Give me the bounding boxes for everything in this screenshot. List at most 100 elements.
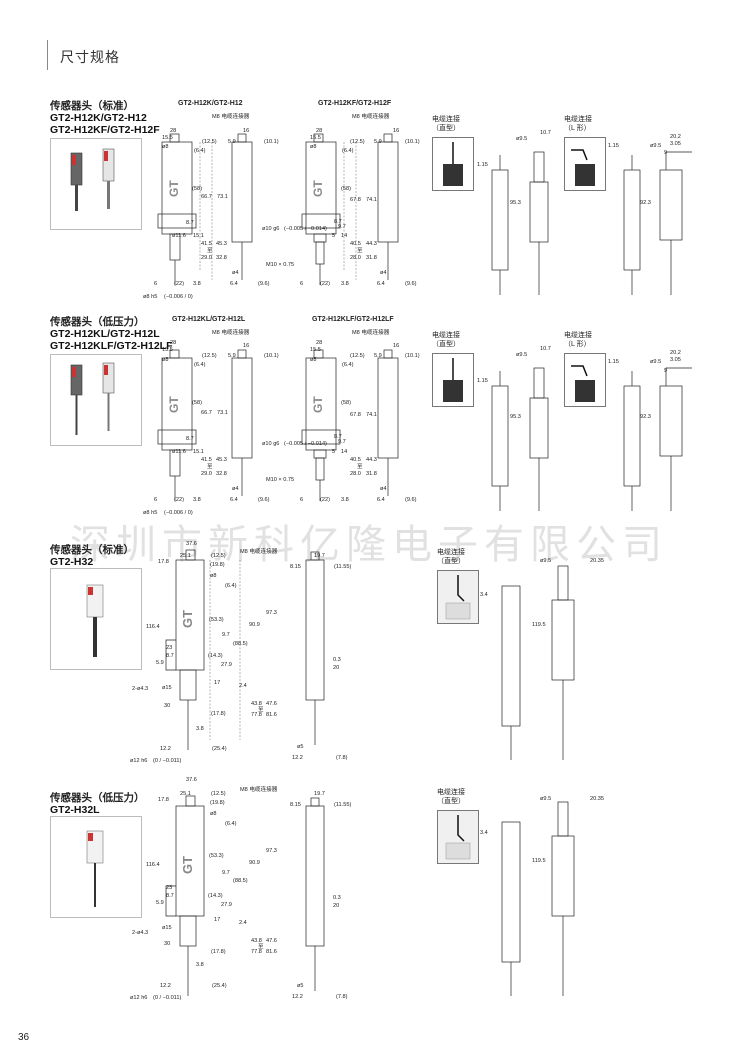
dim-d9-5: ø9.5 [516, 136, 528, 142]
dim-d9-5-h32l: ø9.5 [540, 796, 552, 802]
drawing-title-1a: GT2-H12K/GT2-H12 [178, 100, 243, 107]
dim-37-6-h32l: 37.6 [186, 777, 197, 783]
dim-53-3: (53.3) [209, 617, 224, 623]
dim-15-1-2a: 15.1 [193, 449, 204, 455]
drawing-3-outline: GT [165, 549, 325, 750]
cable-drawing-straight-1 [491, 151, 549, 295]
dim-95-3-2: 95.3 [510, 414, 521, 420]
svg-text:GT: GT [311, 180, 325, 197]
dim-12-5-2b: (12.5) [350, 353, 365, 359]
dim-16-2b: 16 [393, 343, 400, 349]
cable-drawing-straight-3 [501, 565, 575, 760]
dim-6-4-2b: (6.4) [342, 362, 354, 368]
dim-m10: M10 × 0.75 [266, 262, 295, 268]
section-2-product-photo [50, 354, 142, 446]
dim-8-15: 8.15 [290, 564, 301, 570]
dim-58: (58) [192, 186, 202, 192]
dim-14: 14 [341, 233, 348, 239]
dim-8-7-h32l: 8.7 [166, 893, 174, 899]
dim-14-3-h32l: (14.3) [208, 893, 223, 899]
drawing-title-2b: GT2-H12KLF/GT2-H12LF [312, 316, 394, 323]
svg-text:GT: GT [180, 610, 195, 628]
dim-12-5-h32l: (12.5) [211, 791, 226, 797]
svg-text:GT: GT [167, 180, 181, 197]
dim-119-5-h32l: 119.5 [532, 858, 546, 864]
dim-25-1: 25.1 [180, 553, 191, 559]
dim-connector-1b: M8 电缆连接器 [352, 114, 390, 120]
dim-16: 16 [243, 128, 250, 134]
section-4-heading: 传感器头（低压力） GT2-H32L [50, 792, 145, 816]
cable-drawing-l-1 [623, 151, 692, 295]
dim-19-8: (19.8) [210, 562, 225, 568]
sensor-photo-icon [70, 148, 115, 211]
dim-90-9-h32l: 90.9 [249, 860, 260, 866]
cable-thumb-straight-1 [432, 137, 474, 191]
dim-15-5-b: 15.5 [310, 135, 321, 141]
dim-10-1-2a: (10.1) [264, 353, 279, 359]
dim-3-4-h32l: 3.4 [480, 830, 488, 836]
dim-27-9: 27.9 [221, 662, 232, 668]
dim-77-8-h32l: 77.8 [251, 949, 262, 955]
dim-7-8-h32l: (7.8) [336, 994, 348, 1000]
dim-17: 17 [214, 680, 221, 686]
dim-74-1-2b: 74.1 [366, 412, 377, 418]
dim-88-5: (88.5) [233, 641, 248, 647]
drawing-title-2a: GT2-H12KL/GT2-H12L [172, 316, 246, 323]
dim-10-1-2b: (10.1) [405, 353, 420, 359]
cable-thumb-l-1 [564, 137, 606, 191]
dim-28-0-2b: 28.0 [350, 471, 361, 477]
page-title: 尺寸规格 [60, 49, 120, 65]
section-4-product-photo [50, 816, 142, 918]
dim-25-4: (25.4) [212, 746, 227, 752]
dim-7-8: (7.8) [336, 755, 348, 761]
dim-8-7: 8.7 [186, 220, 194, 226]
dim-d12-h6-h32l: ø12 h6 [130, 995, 148, 1001]
dim-5: 5 [332, 233, 336, 239]
dim-9-2: 9 [664, 368, 668, 374]
dim-d5: ø5 [297, 744, 304, 750]
dim-81-6: 81.6 [266, 712, 277, 718]
dim-17-8-h32l: 17.8 [158, 797, 169, 803]
dim-3-4: 3.4 [480, 592, 488, 598]
page-number: 36 [18, 1032, 30, 1043]
dim-19-7: 19.7 [314, 553, 325, 559]
dim-17-h32l: 17 [214, 917, 221, 923]
dim-d10-g6-2b: ø10 g6 [262, 441, 280, 447]
sensor-photo-icon [70, 362, 115, 435]
section-1-heading: 传感器头（标准） GT2-H12K/GT2-H12 GT2-H12KF/GT2-… [50, 100, 160, 136]
dim-d15: ø15 [162, 685, 172, 691]
dim-22: (22) [174, 281, 184, 287]
cable-title-4: 电缆连接 （直型） [437, 789, 465, 805]
dim-zhi-2b: 至 [357, 464, 363, 470]
drawing-4-outline: GT [165, 795, 325, 996]
cable-thumb-straight-3 [437, 570, 479, 624]
dim-44-3-2b: 44.3 [366, 457, 377, 463]
drawing-2b-outline: GT [301, 349, 399, 501]
dim-81-6-h32l: 81.6 [266, 949, 277, 955]
section-1-model-line1: GT2-H12K/GT2-H12 [50, 112, 147, 124]
dim-d8-2b: ø8 [310, 357, 317, 363]
dim-116-4: 116.4 [146, 624, 160, 630]
dim-connector-h32l: M8 电缆连接器 [240, 787, 278, 793]
drawing-title-1b: GT2-H12KF/GT2-H12F [318, 100, 392, 107]
dim-connector-1a: M8 电缆连接器 [212, 114, 250, 120]
section-1-heading-zh: 传感器头（标准） [50, 100, 134, 112]
dim-12-2b-h32l: 12.2 [292, 994, 303, 1000]
dim-97-3: 97.3 [266, 610, 277, 616]
dim-d4-2b: ø4 [380, 486, 387, 492]
dim-8-15-h32l: 8.15 [290, 802, 301, 808]
dim-connector-h32: M8 电缆连接器 [240, 549, 278, 555]
dim-zhi-2a: 至 [207, 464, 213, 470]
dim-connector-2a: M8 电缆连接器 [212, 330, 250, 336]
dim-29-0-2a: 29.0 [201, 471, 212, 477]
header-divider [47, 40, 48, 70]
dim-d9-5-h32: ø9.5 [540, 558, 552, 564]
svg-text:GT: GT [311, 396, 325, 413]
dim-32-8-2a: 32.8 [216, 471, 227, 477]
dim-31-8-2b: 31.8 [366, 471, 377, 477]
cable-title-1b: 电缆连接 （L 形） [564, 116, 592, 132]
dim-15-5: 15.5 [162, 135, 173, 141]
dim-97-3-h32l: 97.3 [266, 848, 277, 854]
dim-9: 9 [664, 150, 668, 156]
dim-47-6-h32l: 47.6 [266, 938, 277, 944]
